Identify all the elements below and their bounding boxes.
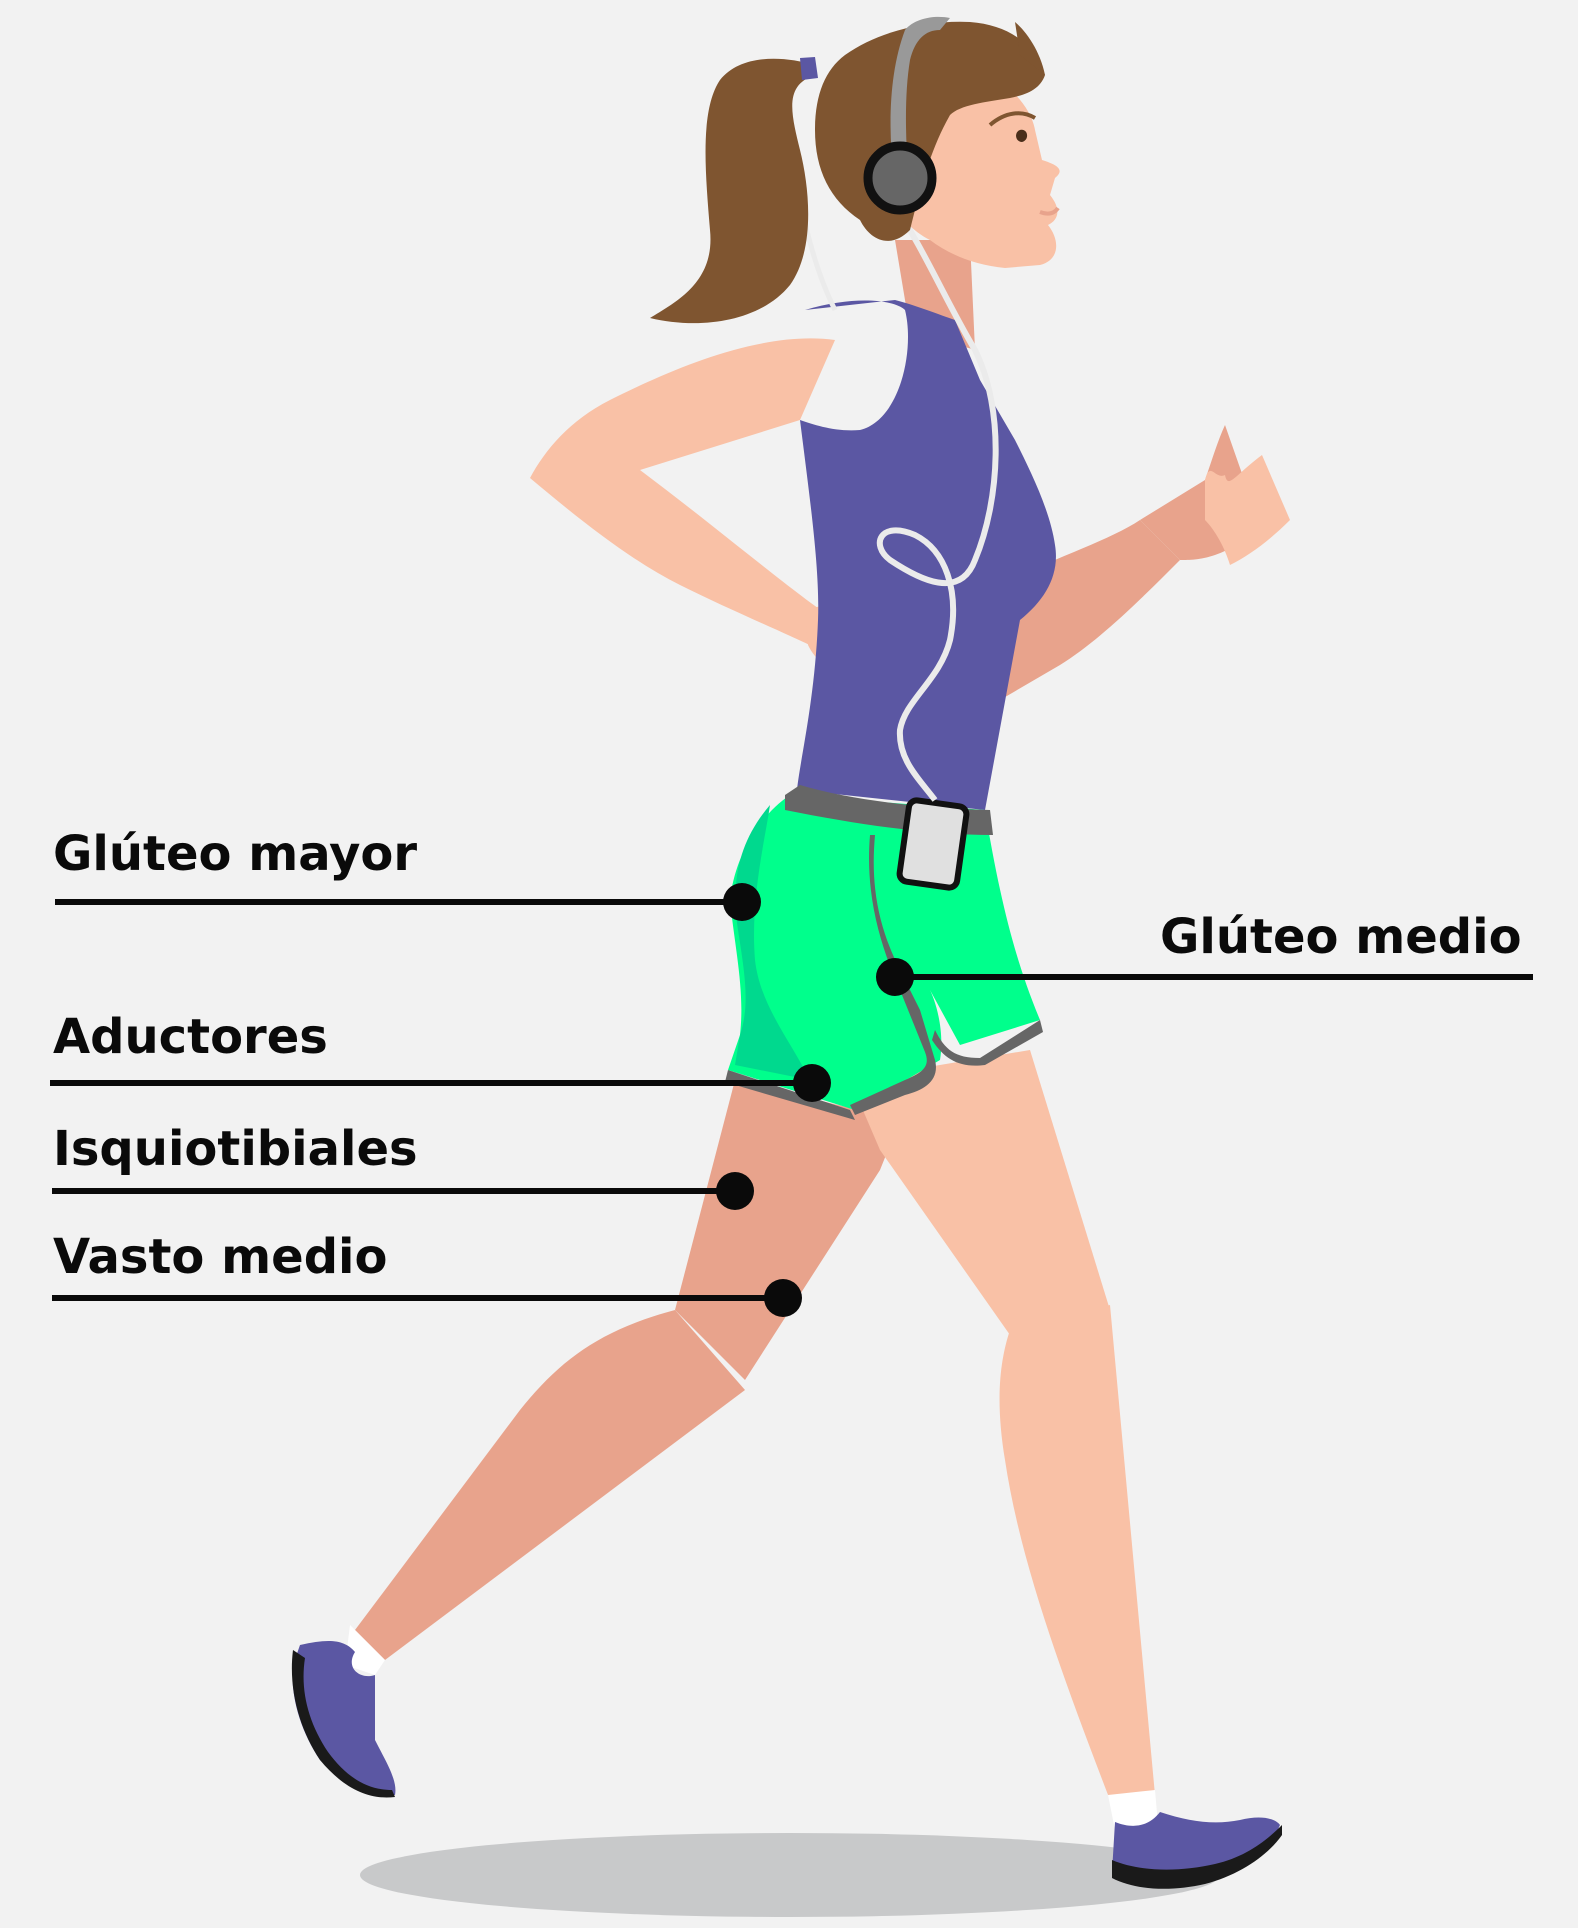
- marker-gluteo-medio: [876, 958, 914, 996]
- ponytail: [650, 59, 815, 323]
- marker-isquiotibiales: [716, 1172, 754, 1210]
- marker-vasto-medio: [764, 1279, 802, 1317]
- marker-aductores: [793, 1064, 831, 1102]
- marker-gluteo-mayor: [723, 883, 761, 921]
- label-isquiotibiales: Isquiotibiales: [53, 1125, 418, 1173]
- back-thigh: [675, 1080, 900, 1380]
- label-vasto-medio: Vasto medio: [53, 1233, 387, 1281]
- headphone-icon: [868, 146, 932, 210]
- hair-tie: [800, 57, 818, 80]
- back-shin: [355, 1310, 745, 1660]
- back-arm: [530, 338, 835, 650]
- tank-top: [797, 300, 1056, 810]
- front-shin: [1000, 1305, 1155, 1800]
- label-gluteo-mayor: Glúteo mayor: [53, 830, 417, 878]
- ground-shadow: [360, 1833, 1220, 1917]
- label-aductores: Aductores: [53, 1013, 328, 1061]
- label-gluteo-medio: Glúteo medio: [1160, 913, 1522, 961]
- phone-icon: [899, 799, 968, 888]
